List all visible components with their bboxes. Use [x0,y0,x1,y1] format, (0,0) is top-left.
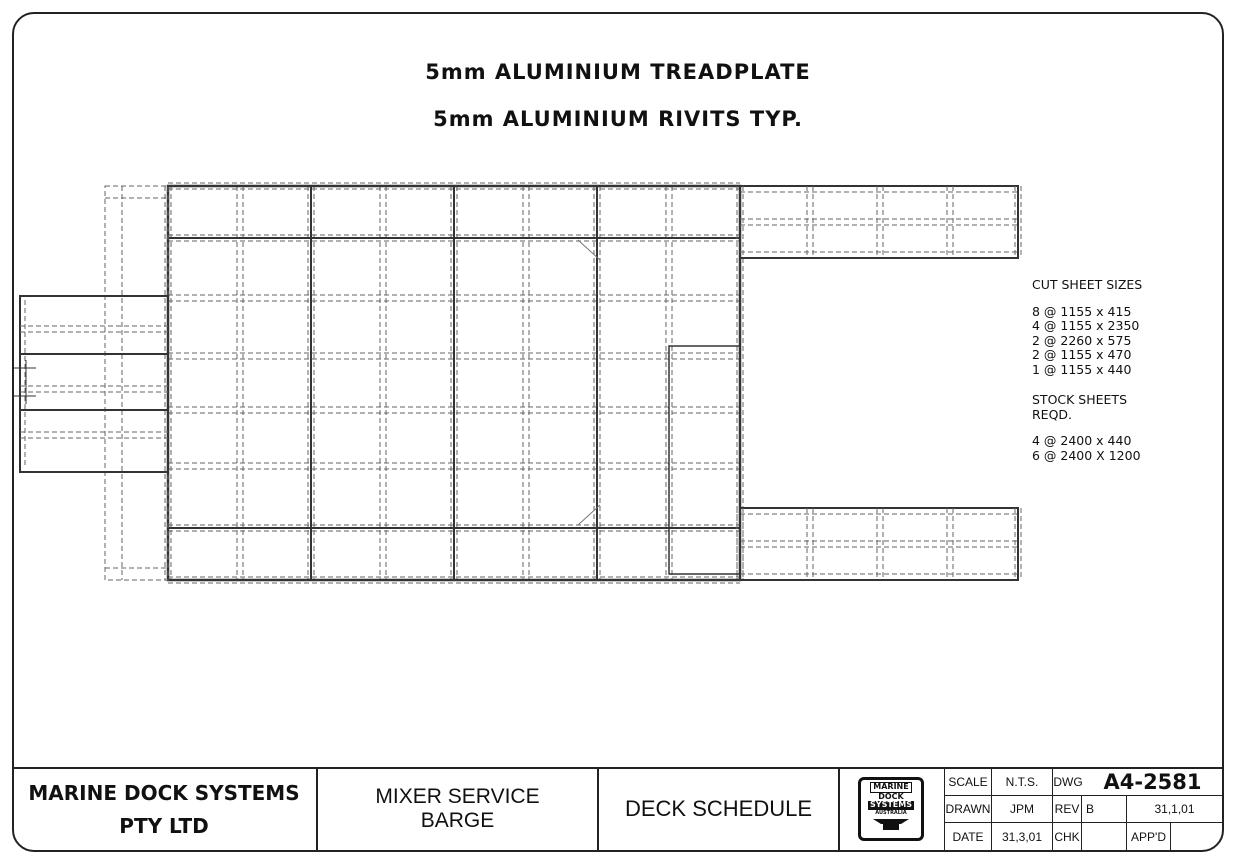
date-label: DATE [952,829,984,844]
stock-sheet-subtitle: REQD. [1032,406,1073,422]
deck-arm-outline [739,185,1019,259]
logo-text-marine: MARINE [870,782,912,793]
drawing-title: DECK SCHEDULE [624,795,813,821]
scale-value: N.T.S. [1005,775,1039,789]
stock-size-2: 6 @ 2400 X 1200 [1032,447,1141,463]
drawing-border [12,12,1224,852]
sheet-notes: CUT SHEET SIZES 8 @ 1155 x 415 4 @ 1155 … [1032,277,1143,463]
cut-size-1: 8 @ 1155 x 415 [1032,303,1132,319]
logo-text-australia: AUSTRALIA [875,809,907,816]
project-type: BARGE [420,809,495,832]
left-extension-dashed [104,185,169,581]
rev-date: 31,1,01 [1154,802,1195,816]
scale-label: SCALE [948,775,988,789]
logo-bracket-icon [873,818,909,830]
deck-arm-outline [739,507,1019,581]
title-block: MARINE DOCK SYSTEMS PTY LTD MIXER SERVIC… [14,767,1222,850]
cut-size-4: 2 @ 1155 x 470 [1032,347,1132,362]
deck-corner-mark [577,504,601,526]
date-value: 31,3,01 [1001,829,1043,844]
company-name: MARINE DOCK SYSTEMS [28,781,300,805]
deck-hatch-panel [668,345,741,575]
rev-label: REV [1054,802,1080,816]
deck-corner-mark [577,239,601,261]
logo-text-dock: DOCK [878,791,904,801]
stock-sheet-title: STOCK SHEETS [1032,392,1128,407]
drawing-number: A4-2581 [1103,770,1202,794]
cut-size-3: 2 @ 2260 x 575 [1032,332,1132,348]
heading-rivets: 5mm ALUMINIUM RIVITS TYP. [433,107,803,131]
logo-text-systems: SYSTEMS [868,800,914,810]
drawn-label: DRAWN [945,802,991,816]
stock-size-1: 4 @ 2400 x 440 [1032,433,1132,448]
rev-value: B [1086,802,1095,816]
cut-size-2: 4 @ 1155 x 2350 [1032,318,1140,333]
company-logo: MARINE DOCK SYSTEMS AUSTRALIA [856,775,926,843]
project-name: MIXER SERVICE [375,785,540,808]
gangway-outline [19,295,169,473]
cut-sheet-title: CUT SHEET SIZES [1032,277,1143,292]
appd-label: APP'D [1131,829,1166,844]
company-suffix: PTY LTD [119,814,209,838]
dwg-label: DWG [1053,775,1083,789]
chk-label: CHK [1054,829,1080,844]
cut-size-5: 1 @ 1155 x 440 [1032,361,1132,377]
drawn-value: JPM [1010,802,1034,816]
heading-treadplate: 5mm ALUMINIUM TREADPLATE [425,60,811,84]
